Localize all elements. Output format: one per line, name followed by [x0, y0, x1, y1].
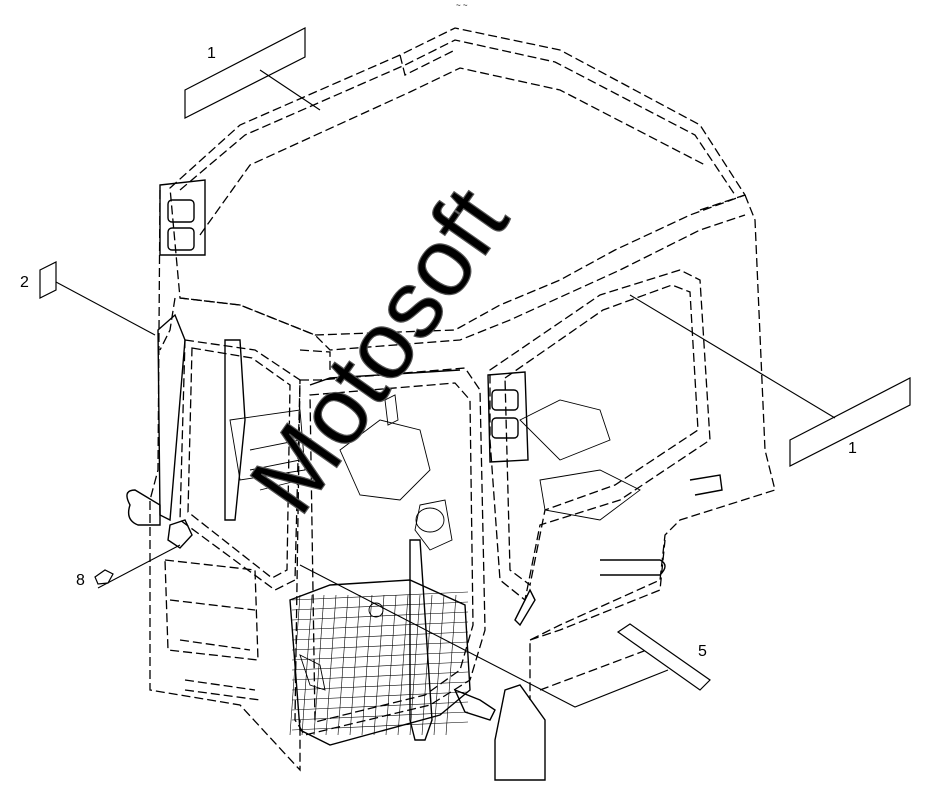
- callout-label-1-right: 1: [848, 440, 857, 457]
- callout-top-decal: 1: [184, 27, 321, 119]
- mesh-line: [291, 591, 469, 601]
- wiper-linkage: [224, 339, 546, 781]
- mesh-line: [291, 711, 469, 721]
- mesh-line: [445, 594, 457, 736]
- mesh-line: [337, 594, 349, 736]
- mesh-line: [397, 594, 409, 736]
- mesh-line: [385, 594, 397, 736]
- mesh-line: [409, 594, 421, 736]
- callout-label-8: 8: [76, 572, 85, 589]
- mesh-line: [349, 594, 361, 736]
- mesh-line: [291, 651, 469, 661]
- callout-label-5: 5: [698, 643, 707, 660]
- callout-lower-decal: 5: [299, 564, 711, 708]
- watermark: Motosoft: [229, 168, 529, 532]
- mesh-line: [373, 594, 385, 736]
- watermark-text: Motosoft: [230, 169, 529, 532]
- mesh-line: [291, 621, 469, 631]
- cab-interior: [229, 394, 641, 618]
- left-work-lamps: [159, 179, 206, 256]
- cab-corner-knob: [167, 519, 193, 549]
- mesh-line: [291, 641, 469, 651]
- front-step-bumper: [164, 559, 261, 701]
- mesh-line: [433, 594, 445, 736]
- callout-left-decal: 2: [20, 261, 156, 336]
- right-work-lamps: [487, 371, 529, 463]
- callout-right-decal: 1: [629, 294, 911, 467]
- mesh-line: [291, 721, 469, 731]
- callout-label-1-top: 1: [207, 45, 216, 62]
- callout-label-2: 2: [20, 274, 29, 291]
- mesh-line: [301, 594, 313, 736]
- mesh-line: [291, 681, 469, 691]
- handrails: [126, 474, 723, 627]
- mesh-line: [291, 691, 469, 701]
- mesh-line: [291, 631, 469, 641]
- mesh-line: [291, 701, 469, 711]
- cab-outline: [149, 27, 776, 772]
- mesh-line: [361, 594, 373, 736]
- callout-small-decal: 8: [76, 544, 181, 589]
- mesh-line: [291, 661, 469, 671]
- floor-mesh: [289, 579, 471, 746]
- corner-mark: ~ ~: [456, 1, 468, 10]
- mesh-line: [289, 594, 301, 736]
- left-window: [157, 313, 301, 591]
- right-window: [489, 269, 711, 602]
- mesh-line: [325, 594, 337, 736]
- mesh-line: [421, 594, 433, 736]
